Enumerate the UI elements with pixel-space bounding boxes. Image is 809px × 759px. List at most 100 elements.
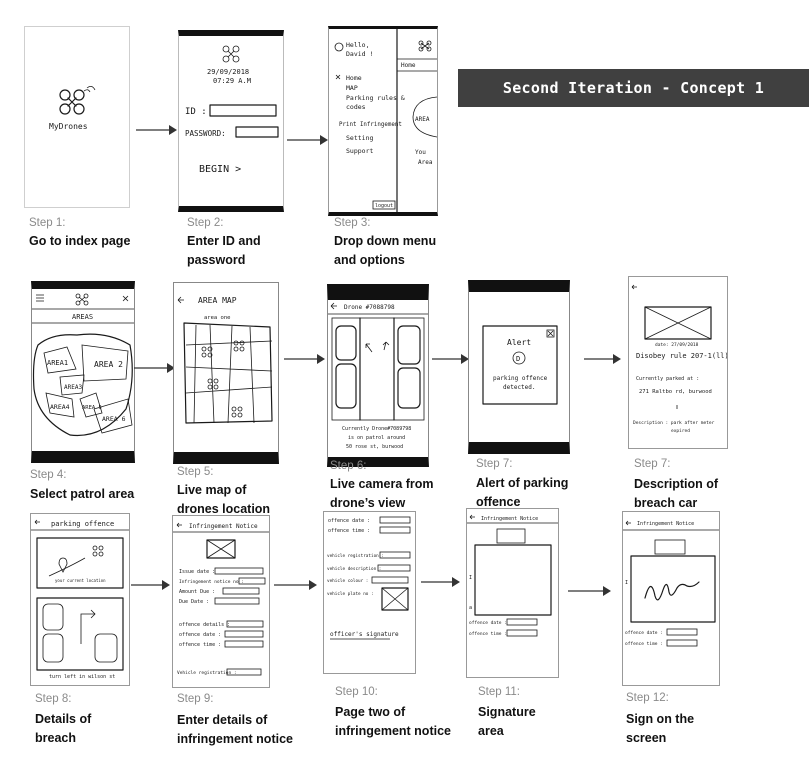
greeting-text: Hello, [346, 41, 369, 49]
screen-step-6: Drone #7088798 Currently Drone#7089798 i… [327, 284, 429, 467]
officer-signature-label: officer's signature [330, 631, 399, 638]
area-6-label[interactable]: AREA 6 [102, 415, 126, 423]
close-icon[interactable] [546, 329, 555, 338]
drone-logo-icon [222, 45, 240, 63]
drone-location-icon [92, 545, 104, 557]
alert-message: detected. [503, 384, 536, 391]
area-1-label[interactable]: AREA1 [47, 359, 68, 367]
step-number: Step 1: [29, 217, 66, 229]
signature-pad[interactable] [630, 555, 716, 623]
infringement-notice-header: Infringement Notice [189, 523, 258, 530]
amount-due-label: Amount Due : [179, 589, 215, 595]
area-label: AREA [415, 116, 430, 123]
offence-date-input[interactable] [379, 516, 411, 524]
menu-item-map[interactable]: MAP [346, 84, 358, 92]
vehicle-description-input[interactable] [377, 564, 411, 572]
live-camera-view [331, 317, 425, 421]
logout-button[interactable] [372, 200, 396, 210]
camera-caption-line: Currently Drone#7089798 [342, 426, 411, 432]
parked-at-label: Currently parked at : [636, 376, 699, 382]
offence-date-input[interactable] [666, 628, 698, 636]
step-description: Select patrol area [30, 487, 135, 501]
svg-text:a: a [469, 605, 472, 611]
area-3-label[interactable]: AREA3 [64, 384, 82, 391]
step-number: Step 7: [634, 458, 671, 470]
date-text: 29/09/2018 [207, 68, 249, 76]
begin-button[interactable]: BEGIN > [199, 164, 241, 175]
step-description: Live camera from [330, 477, 434, 491]
step-description: Drop down menu [334, 234, 437, 248]
menu-item-codes[interactable]: codes [346, 103, 366, 111]
step-description: breach car [634, 496, 698, 510]
close-icon[interactable] [122, 295, 129, 302]
flow-arrow [287, 135, 328, 145]
step-description: Details of [35, 712, 92, 726]
area-label-2: Area [418, 159, 433, 166]
vehicle-registration-label: Vehicle registration : [177, 670, 237, 676]
offence-time-input[interactable] [666, 639, 698, 647]
back-arrow-icon[interactable] [34, 519, 40, 525]
menu-item-home[interactable]: Home [346, 74, 362, 82]
issue-date-input[interactable] [214, 567, 264, 575]
flow-arrow [274, 580, 317, 590]
notice-no-input[interactable] [238, 577, 266, 585]
logout-label: logout [375, 203, 393, 209]
password-input[interactable] [235, 126, 279, 138]
back-arrow-icon[interactable] [177, 296, 184, 304]
drone-location-icon[interactable] [201, 346, 213, 358]
current-location-label: your current location [55, 578, 106, 583]
due-date-input[interactable] [214, 597, 260, 605]
area-2-label[interactable]: AREA 2 [94, 360, 123, 369]
back-arrow-icon[interactable] [469, 514, 475, 520]
offence-time-input[interactable] [379, 526, 411, 534]
back-arrow-icon[interactable] [176, 522, 182, 528]
step-description: and options [334, 253, 405, 267]
drone-location-icon[interactable] [233, 340, 245, 352]
amount-due-input[interactable] [222, 587, 260, 595]
area-subtitle: area one [204, 315, 231, 321]
menu-item-setting[interactable]: Setting [346, 134, 373, 142]
menu-item-print-infringement[interactable]: Print Infringement [339, 122, 402, 128]
offence-details-input[interactable] [226, 620, 264, 628]
step-description: area [478, 724, 504, 738]
close-menu-icon[interactable] [335, 74, 341, 80]
drone-location-icon[interactable] [231, 406, 243, 418]
step-number: Step 5: [177, 466, 214, 478]
offence-date-input[interactable] [224, 630, 264, 638]
offence-time-input[interactable] [506, 629, 538, 637]
vehicle-colour-input[interactable] [371, 576, 409, 584]
step-number: Step 4: [30, 469, 67, 481]
user-avatar-icon [334, 42, 344, 52]
step-description: Enter ID and [187, 234, 261, 248]
area-map-header: AREA MAP [198, 296, 237, 305]
location-pin-icon [58, 557, 68, 573]
id-input[interactable] [209, 104, 277, 117]
hamburger-menu-icon[interactable] [36, 294, 44, 302]
drone-location-icon[interactable] [207, 378, 219, 390]
svg-text:D: D [516, 355, 520, 363]
camera-caption-line: 50 rose st, burwood [346, 444, 403, 450]
offence-time-input[interactable] [224, 640, 264, 648]
vehicle-registration-input[interactable] [379, 551, 411, 559]
offence-time-label: offence time : [625, 641, 663, 647]
area-5-label[interactable]: AREA 5 [82, 405, 102, 411]
step-description: breach [35, 731, 76, 745]
vehicle-registration-input[interactable] [226, 668, 262, 676]
step-description: Description of [634, 477, 719, 491]
step-description: Go to index page [29, 234, 131, 248]
back-arrow-icon[interactable] [330, 302, 337, 310]
drone-logo-icon [75, 293, 89, 306]
flow-arrow [584, 354, 621, 364]
breach-description: expired [671, 428, 690, 434]
areas-header: AREAS [72, 313, 93, 321]
back-arrow-icon[interactable] [631, 284, 637, 290]
step-description: drone’s view [330, 496, 406, 510]
back-arrow-icon[interactable] [625, 520, 631, 526]
area-4-label[interactable]: AREA4 [50, 403, 70, 411]
menu-item-parking-rules[interactable]: Parking rules & [346, 94, 405, 102]
signature-area[interactable] [474, 544, 552, 616]
offence-date-input[interactable] [506, 618, 538, 626]
menu-item-support[interactable]: Support [346, 147, 373, 155]
infringement-notice-header: Infringement Notice [481, 516, 538, 522]
offence-date-label: offence date : [625, 630, 663, 636]
